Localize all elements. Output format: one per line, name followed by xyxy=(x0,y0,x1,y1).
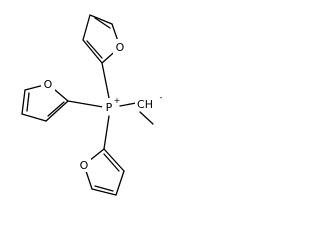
mask-left-oxygen xyxy=(41,76,55,91)
ring-bottom-double-2 xyxy=(94,185,114,192)
mask-phosphorus xyxy=(102,98,119,115)
phosphorus-label: P xyxy=(106,101,113,114)
bond-p-bottom-furyl xyxy=(103,115,110,150)
ring-left-double-2 xyxy=(26,92,30,112)
ring-left-c5-c4 xyxy=(21,89,26,115)
ring-left-double-1 xyxy=(47,101,65,117)
label-masks xyxy=(41,39,157,172)
oxygen-label-top: O xyxy=(116,41,125,54)
ring-bottom-c3-c2 xyxy=(103,148,125,172)
mask-carbanion xyxy=(135,96,157,111)
carbanion-label: CH xyxy=(137,98,153,111)
chemical-structure: O O O P + CH - xyxy=(21,14,163,196)
oxygen-label-bottom: O xyxy=(80,159,89,172)
carbanion-charge: - xyxy=(160,93,163,102)
ring-bottom-c5-c4 xyxy=(91,188,117,196)
ring-top-c5-c4 xyxy=(89,14,113,25)
ring-left-c3-c2 xyxy=(45,100,69,122)
mask-bottom-oxygen xyxy=(77,157,91,172)
ring-top-double-2 xyxy=(94,17,111,29)
ring-left-c4-c3 xyxy=(21,113,47,122)
oxygen-label-left: O xyxy=(44,78,53,91)
bond-carbanion-methyl xyxy=(139,111,154,125)
bond-p-top-furyl xyxy=(101,62,110,99)
phosphorus-bonds xyxy=(67,62,154,150)
phosphorus-charge: + xyxy=(114,96,121,105)
mask-top-oxygen xyxy=(113,39,127,54)
ring-bottom-c4-c3 xyxy=(115,170,125,196)
bond-p-left-furyl xyxy=(67,100,104,108)
ring-top-c4-c3 xyxy=(82,14,91,41)
atom-labels: O O O P + CH - xyxy=(44,41,163,172)
bond-p-carbanion xyxy=(119,102,137,107)
ring-top-c3-c2 xyxy=(82,39,103,64)
ring-bottom-double-1 xyxy=(103,153,120,172)
ring-top-double-1 xyxy=(86,40,103,59)
